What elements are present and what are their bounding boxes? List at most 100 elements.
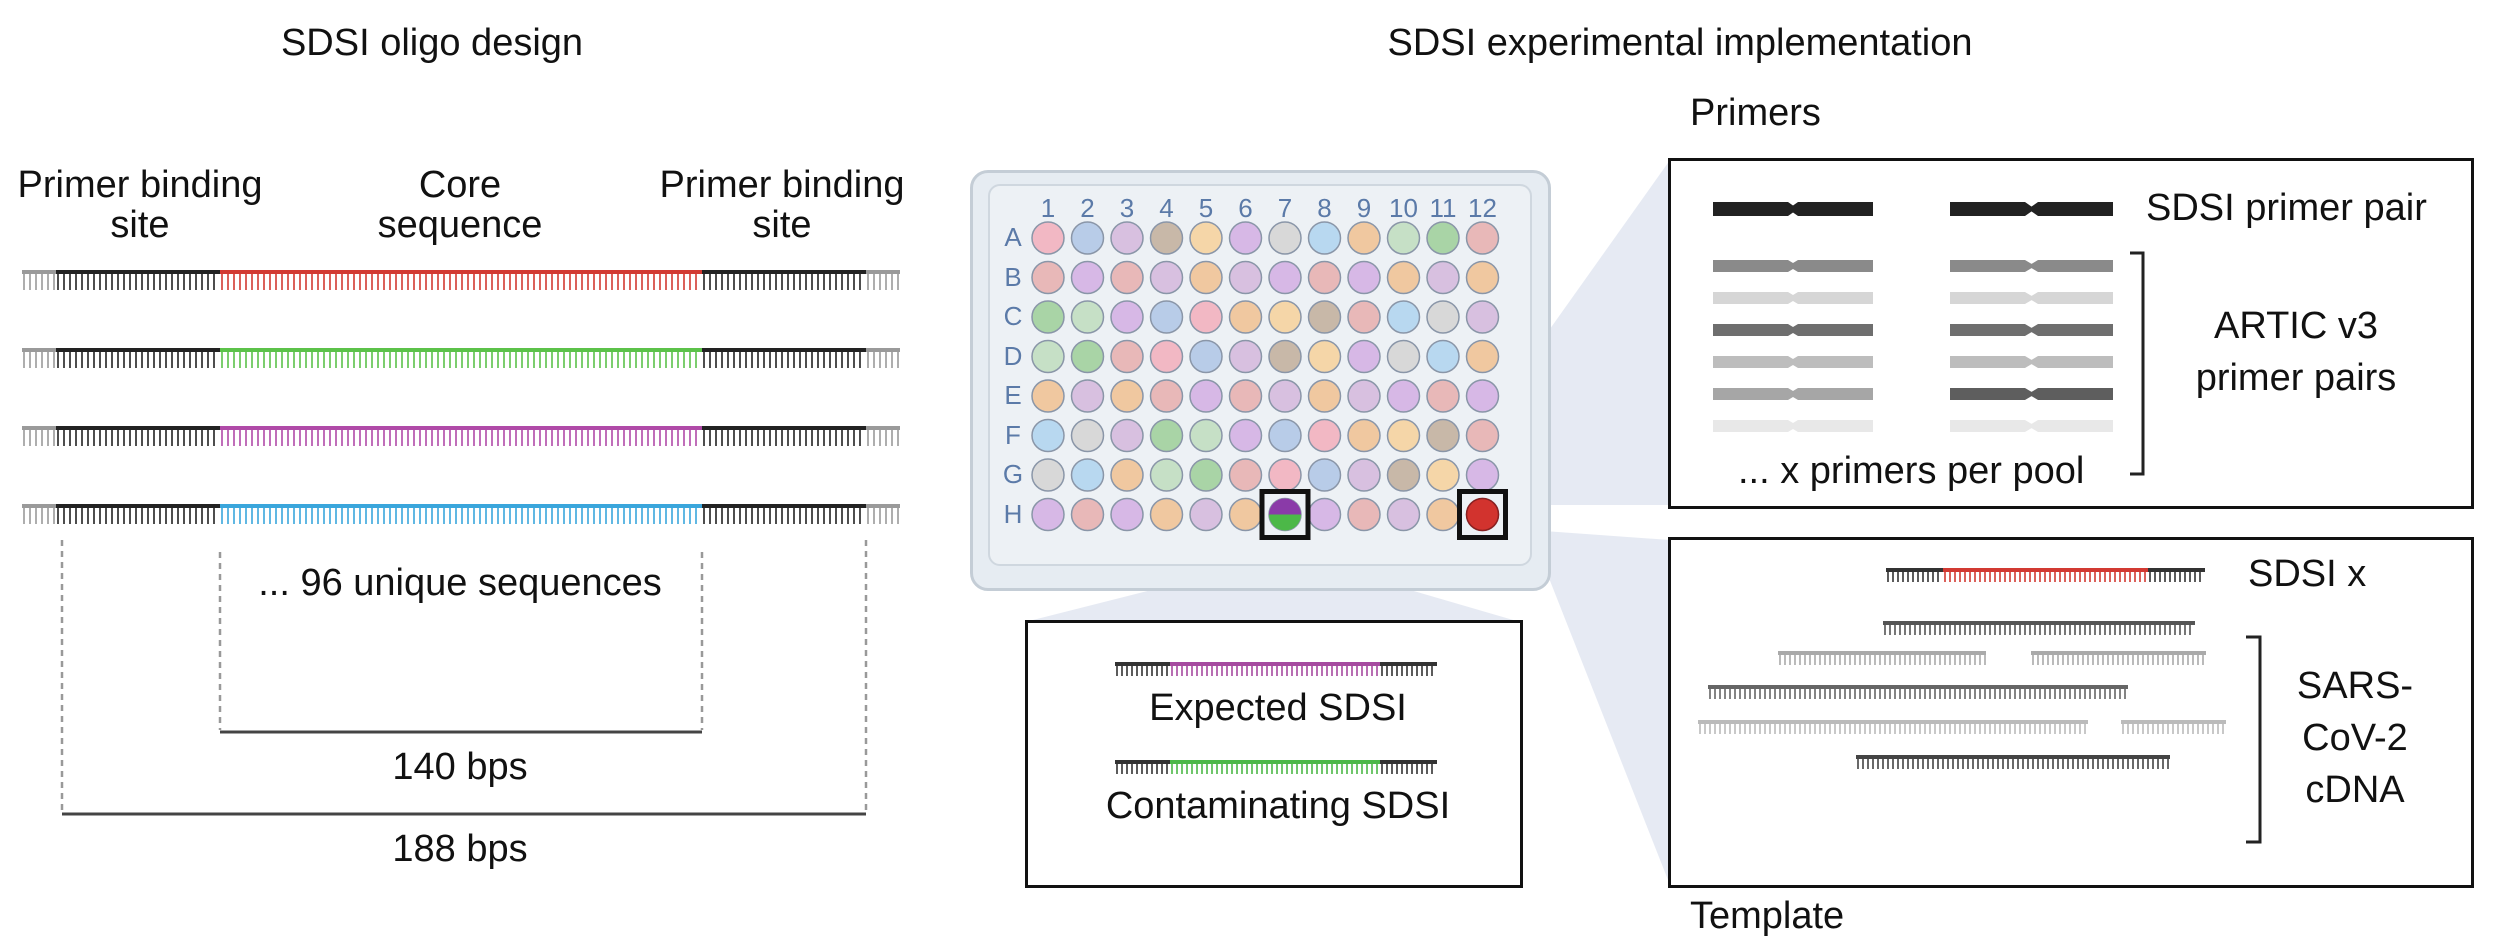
plate-well — [1465, 300, 1500, 334]
oligo-strand — [22, 348, 900, 368]
plate-well — [1070, 339, 1105, 374]
plate-well — [1307, 339, 1342, 374]
plate-well — [1189, 260, 1223, 295]
sars-cov-2-strand — [2121, 720, 2226, 734]
plate-well — [1070, 221, 1105, 255]
plate-well — [1031, 497, 1065, 532]
plate-well — [1347, 339, 1381, 374]
plate-well — [1386, 260, 1421, 295]
plate-column-label: 1 — [1040, 193, 1056, 223]
sars-bracket — [2246, 635, 2262, 844]
plate-well — [1307, 497, 1342, 532]
span-140-label: 140 bps — [392, 746, 528, 788]
plate-column-label: 12 — [1468, 193, 1497, 223]
plate-well — [1268, 260, 1302, 295]
plate-row-label: E — [1004, 380, 1022, 410]
plate-well — [1070, 458, 1105, 492]
label-primer-binding-left: Primer binding site — [17, 164, 263, 246]
plate-well — [1426, 260, 1460, 295]
plate-well — [1031, 260, 1065, 295]
plate-well — [1189, 497, 1223, 532]
plate-well — [1347, 379, 1381, 413]
sdsi-x-label: SDSI x — [2248, 553, 2367, 595]
primer-pairs-graphic — [1713, 202, 2145, 476]
plate-well — [1268, 221, 1302, 255]
plate-well — [1228, 379, 1263, 413]
plate-well — [1070, 418, 1105, 453]
plate-well — [1149, 379, 1184, 413]
sdsi-x-strand — [1886, 568, 2205, 582]
artic-primer-arrow — [2028, 388, 2113, 400]
oligo-diagram — [22, 270, 900, 524]
plate-row-label: B — [1004, 261, 1022, 292]
plate-well — [1386, 339, 1421, 374]
artic-primer-arrow — [1788, 356, 1873, 368]
plate-well — [1031, 379, 1065, 413]
plate-well — [1307, 379, 1342, 413]
bps-brackets — [60, 540, 868, 816]
plate-well — [1268, 379, 1302, 413]
plate-well — [1426, 497, 1460, 532]
template-box — [1668, 537, 2474, 888]
plate-well — [1149, 260, 1184, 295]
plate-well — [1465, 458, 1500, 492]
sdsi-primer-arrow — [2028, 202, 2113, 216]
sars-cov-2-strand — [1778, 651, 1986, 665]
plate-well — [1386, 379, 1421, 413]
plate-well — [1070, 300, 1105, 334]
artic-primer-arrow — [1950, 260, 2035, 272]
plate-well — [1031, 339, 1065, 374]
right-panel-title: SDSI experimental implementation — [1387, 22, 1973, 64]
plate-well — [1110, 260, 1144, 295]
highlighted-wells — [1259, 489, 1508, 540]
artic-primer-arrow — [2028, 420, 2113, 432]
oligo-strand — [22, 504, 900, 524]
plate-well — [1189, 300, 1223, 334]
plate-well — [1307, 418, 1342, 453]
plate-well — [1070, 497, 1105, 532]
sdsi-primer-arrow — [1713, 202, 1798, 216]
plate-column-label: 5 — [1198, 193, 1214, 223]
plate-well — [1149, 339, 1184, 374]
plate-column-label: 6 — [1238, 193, 1253, 223]
plate-well — [1465, 221, 1500, 255]
plate-row-label: G — [1002, 459, 1024, 489]
artic-primer-arrow — [1788, 292, 1873, 304]
plate-well — [1149, 497, 1184, 532]
plate-well — [1228, 418, 1263, 453]
artic-label: ARTIC v3 primer pairs — [2195, 305, 2397, 399]
plate-wells — [1031, 221, 1508, 540]
artic-primer-arrow — [1788, 324, 1873, 336]
plate-well — [1426, 379, 1460, 413]
artic-primer-arrow — [1950, 388, 2035, 400]
plate-row-label: H — [1003, 498, 1023, 529]
expected-sdsi-strand — [1115, 662, 1437, 676]
oligo-strand — [22, 426, 900, 446]
plate-well — [1070, 379, 1105, 413]
plate-well — [1110, 339, 1144, 374]
sars-cov-2-strand — [1856, 755, 2170, 769]
plate-well — [1228, 458, 1263, 492]
plate-well — [1386, 418, 1421, 453]
plate-well — [1149, 300, 1184, 334]
plate-well — [1268, 458, 1302, 492]
plate-column-label: 8 — [1317, 193, 1332, 223]
plate-well — [1189, 221, 1223, 255]
contaminating-sdsi-strand — [1115, 760, 1437, 774]
plate-column-label: 3 — [1119, 193, 1135, 223]
artic-primer-arrow — [1950, 420, 2035, 432]
artic-primer-arrow — [1950, 292, 2035, 304]
plate-well — [1110, 418, 1144, 453]
plate-well — [1426, 300, 1460, 334]
sdsi-primer-arrow — [1950, 202, 2035, 216]
plate-well — [1268, 418, 1302, 453]
plate-column-label: 11 — [1429, 193, 1457, 223]
plate-row-label: A — [1004, 222, 1022, 252]
plate-well — [1465, 260, 1500, 295]
sars-cov-2-strand — [1708, 685, 2128, 699]
plate-well — [1031, 221, 1065, 255]
plate-row-label: F — [1005, 419, 1021, 450]
unique-sequences-label: ... 96 unique sequences — [258, 562, 662, 604]
plate-well — [1110, 221, 1144, 255]
artic-primer-arrow — [1713, 324, 1798, 336]
